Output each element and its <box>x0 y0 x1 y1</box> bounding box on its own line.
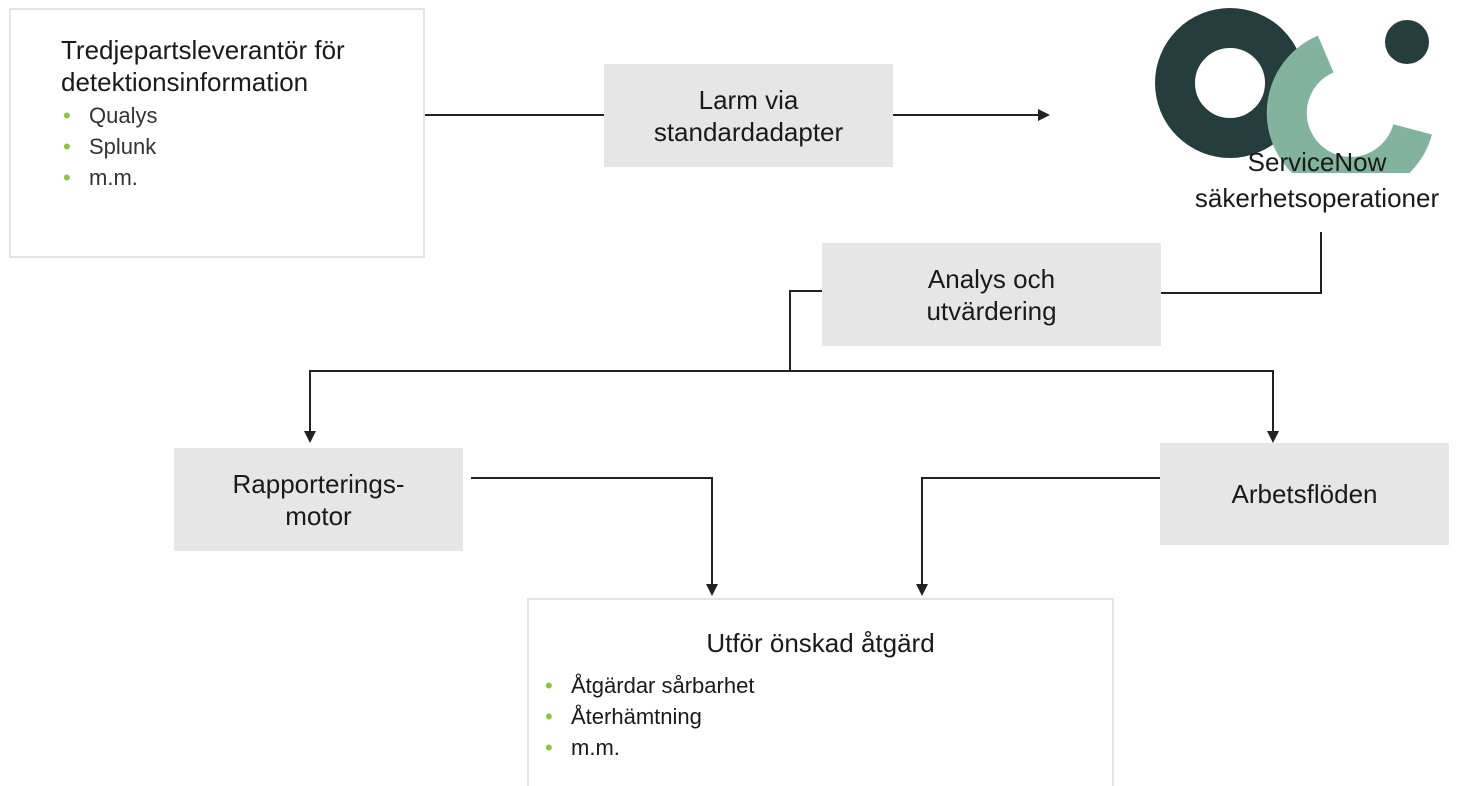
servicenow-logo <box>1155 8 1432 173</box>
source-item-qualys: Qualys <box>61 100 423 131</box>
reporting-engine-box: Rapporterings- motor <box>174 448 463 551</box>
action-list: Åtgärdar sårbarhet Återhämtning m.m. <box>543 670 754 763</box>
action-title: Utför önskad åtgärd <box>706 628 935 658</box>
logo-dot <box>1385 20 1429 64</box>
workflows-box: Arbetsflöden <box>1160 443 1449 545</box>
alarm-adapter-box: Larm via standardadapter <box>604 64 893 167</box>
workflows-label: Arbetsflöden <box>1231 479 1378 509</box>
action-item-more: m.m. <box>543 732 754 763</box>
source-list: Qualys Splunk m.m. <box>61 100 423 193</box>
servicenow-label-line2: säkerhetsoperationer <box>1194 183 1440 213</box>
action-item-remediate: Åtgärdar sårbarhet <box>543 670 754 701</box>
source-box: Tredjepartsleverantör för detektionsinfo… <box>9 8 425 258</box>
connector-to-workflows <box>790 370 1279 443</box>
logo-green-arc <box>1266 35 1432 173</box>
source-title: Tredjepartsleverantör för detektionsinfo… <box>61 35 345 97</box>
analysis-label-line1: Analys och <box>927 263 1056 294</box>
alarm-label-line2: standardadapter <box>653 116 844 147</box>
connector-analysis-branch <box>789 290 822 371</box>
alarm-label-line1: Larm via <box>698 84 799 115</box>
connector-reporting-to-action <box>471 477 718 596</box>
connector-servicenow-to-analysis <box>1161 232 1322 294</box>
servicenow-label: ServiceNow säkerhetsoperationer <box>1160 144 1474 216</box>
analysis-box: Analys och utvärdering <box>822 243 1161 346</box>
connector-workflows-to-action <box>916 477 1160 596</box>
connector-to-reporting <box>304 370 790 443</box>
reporting-label-line1: Rapporterings- <box>232 468 405 499</box>
action-box: Utför önskad åtgärd Åtgärdar sårbarhet Å… <box>527 598 1114 786</box>
reporting-label-line2: motor <box>285 500 352 531</box>
servicenow-label-line1: ServiceNow <box>1247 147 1387 177</box>
source-item-more: m.m. <box>61 162 423 193</box>
source-item-splunk: Splunk <box>61 131 423 162</box>
action-item-recovery: Återhämtning <box>543 701 754 732</box>
analysis-label-line2: utvärdering <box>926 295 1057 326</box>
